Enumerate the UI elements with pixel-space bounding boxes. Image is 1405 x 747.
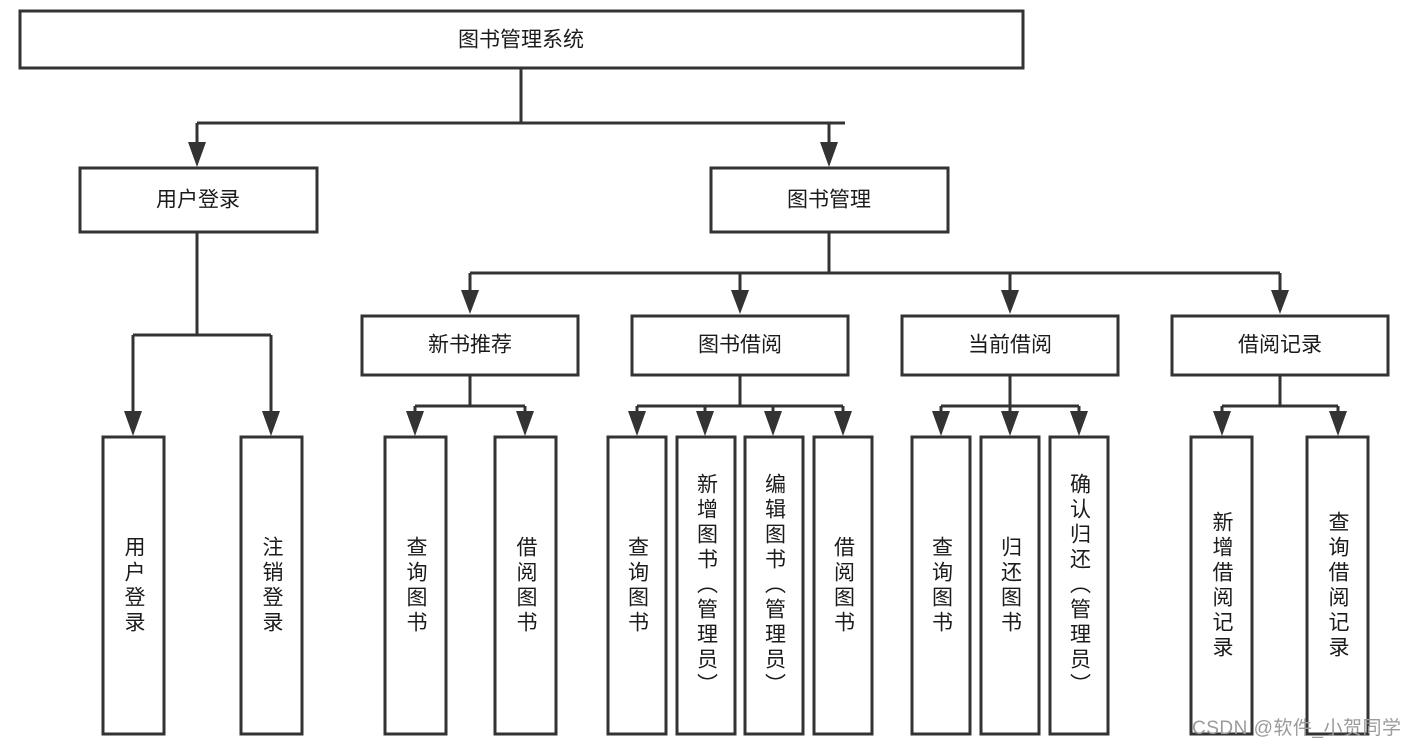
node-user-login[interactable]: 用户登录 <box>78 166 319 234</box>
connector-group <box>124 68 1347 436</box>
arrow-head-leaf-borrow-record-1 <box>1213 411 1231 436</box>
node-root[interactable]: 图书管理系统 <box>18 9 1025 70</box>
node-book-management-box[interactable] <box>709 166 950 234</box>
node-book-borrow[interactable]: 图书借阅 <box>630 314 850 377</box>
arrow-head-leaf-book-borrow-2 <box>696 411 714 436</box>
arrow-head-leaf-user-login-1 <box>124 411 142 436</box>
node-user-login-label: 用户登录 <box>156 189 240 212</box>
node-user-login-box[interactable] <box>78 166 319 234</box>
node-book-borrow-label: 图书借阅 <box>698 334 782 357</box>
arrow-head-current-borrow <box>1001 290 1019 314</box>
arrow-head-leaf-current-borrow-2 <box>1001 411 1019 436</box>
node-new-book-recommend-box[interactable] <box>360 314 580 377</box>
arrow-head-leaf-current-borrow-1 <box>932 411 950 436</box>
arrow-head-user-login <box>188 142 206 167</box>
arrow-head-leaf-user-login-2 <box>262 411 280 436</box>
leaf-box-new-book-1[interactable] <box>383 435 448 736</box>
leaf-box-current-borrow-1[interactable] <box>910 435 972 736</box>
node-current-borrow[interactable]: 当前借阅 <box>900 314 1120 377</box>
leaf-box-user-login-2[interactable] <box>239 435 304 736</box>
arrow-head-leaf-book-borrow-4 <box>834 411 852 436</box>
node-book-borrow-box[interactable] <box>630 314 850 377</box>
leaf-box-current-borrow-3[interactable] <box>1048 435 1110 736</box>
arrow-head-new-book <box>461 290 479 314</box>
node-current-borrow-box[interactable] <box>900 314 1120 377</box>
leaf-box-user-login-1[interactable] <box>101 435 166 736</box>
leaf-box-current-borrow-2[interactable] <box>979 435 1041 736</box>
node-borrow-record-box[interactable] <box>1170 314 1390 377</box>
leaf-box-book-borrow-1[interactable] <box>606 435 668 736</box>
leaf-box-borrow-record-2[interactable] <box>1305 435 1370 736</box>
leaf-box-borrow-record-1[interactable] <box>1189 435 1254 736</box>
arrow-head-leaf-book-borrow-3 <box>764 411 782 436</box>
arrow-head-leaf-new-book-2 <box>516 411 534 436</box>
arrow-head-leaf-borrow-record-2 <box>1329 411 1347 436</box>
node-root-box[interactable] <box>18 9 1025 70</box>
leaf-box-book-borrow-2[interactable] <box>675 435 737 736</box>
arrow-head-book-borrow <box>731 290 749 314</box>
node-borrow-record[interactable]: 借阅记录 <box>1170 314 1390 377</box>
arrow-head-borrow-record <box>1271 290 1289 314</box>
leaf-box-new-book-2[interactable] <box>493 435 558 736</box>
arrow-head-leaf-current-borrow-3 <box>1070 411 1088 436</box>
watermark-text: CSDN @软件_小贺同学 <box>1192 718 1402 739</box>
arrow-head-leaf-book-borrow-1 <box>628 411 646 436</box>
node-book-management[interactable]: 图书管理 <box>709 166 950 234</box>
node-current-borrow-label: 当前借阅 <box>968 334 1052 357</box>
arrow-head-leaf-new-book-1 <box>406 411 424 436</box>
leaf-box-book-borrow-4[interactable] <box>812 435 874 736</box>
node-root-label: 图书管理系统 <box>458 29 584 52</box>
node-borrow-record-label: 借阅记录 <box>1238 334 1322 357</box>
node-book-management-label: 图书管理 <box>787 189 871 212</box>
leaf-box-book-borrow-3[interactable] <box>743 435 805 736</box>
node-new-book-recommend-label: 新书推荐 <box>428 334 512 357</box>
node-new-book-recommend[interactable]: 新书推荐 <box>360 314 580 377</box>
arrow-head-book-mgmt <box>820 142 838 167</box>
